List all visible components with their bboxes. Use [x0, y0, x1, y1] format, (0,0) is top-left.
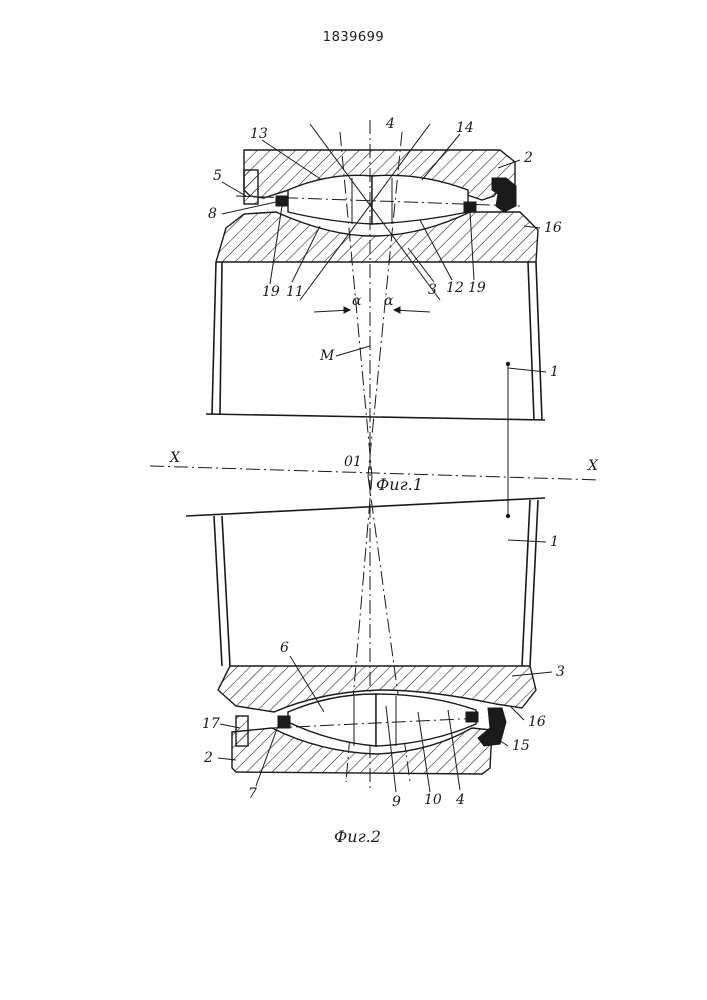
label-4-lower: 4 [455, 792, 465, 808]
label-19-right: 19 [468, 280, 486, 296]
caption-fig2: Фиг.2 [334, 827, 381, 846]
axis-x-left: X [169, 450, 181, 466]
upper-assembly [216, 150, 538, 262]
lower-assembly [218, 666, 536, 774]
label-10: 10 [424, 792, 442, 808]
label-12: 12 [446, 280, 464, 296]
label-3-lower: 3 [556, 664, 565, 680]
median-label-m: M [319, 348, 335, 364]
label-2-upper: 2 [523, 150, 533, 166]
label-5: 5 [213, 168, 222, 184]
label-13: 13 [250, 126, 268, 142]
center-label-01: 01 [344, 454, 362, 470]
label-16-lower: 16 [528, 714, 546, 730]
seal-left-upper [244, 170, 258, 204]
caption-fig1: Фиг.1 [376, 475, 423, 494]
label-4-upper: 4 [385, 116, 395, 132]
label-14: 14 [456, 120, 474, 136]
label-19-left: 19 [262, 284, 280, 300]
label-9: 9 [392, 794, 401, 810]
label-2-lower: 2 [203, 750, 213, 766]
label-6: 6 [280, 640, 289, 656]
axis-x-right: X [587, 458, 599, 474]
cage-right-upper [464, 202, 476, 212]
label-17: 17 [202, 716, 220, 732]
label-15: 15 [512, 738, 530, 754]
label-1-bottom: 1 [550, 534, 559, 550]
label-3-upper: 3 [428, 282, 437, 298]
label-16-upper: 16 [544, 220, 562, 236]
label-1-top: 1 [550, 364, 559, 380]
label-11: 11 [286, 284, 304, 300]
angle-alpha-right: α [384, 293, 394, 309]
label-8: 8 [208, 206, 217, 222]
label-7: 7 [248, 786, 257, 802]
angle-alpha-left: α [352, 293, 362, 309]
sleeve-body [150, 262, 600, 666]
